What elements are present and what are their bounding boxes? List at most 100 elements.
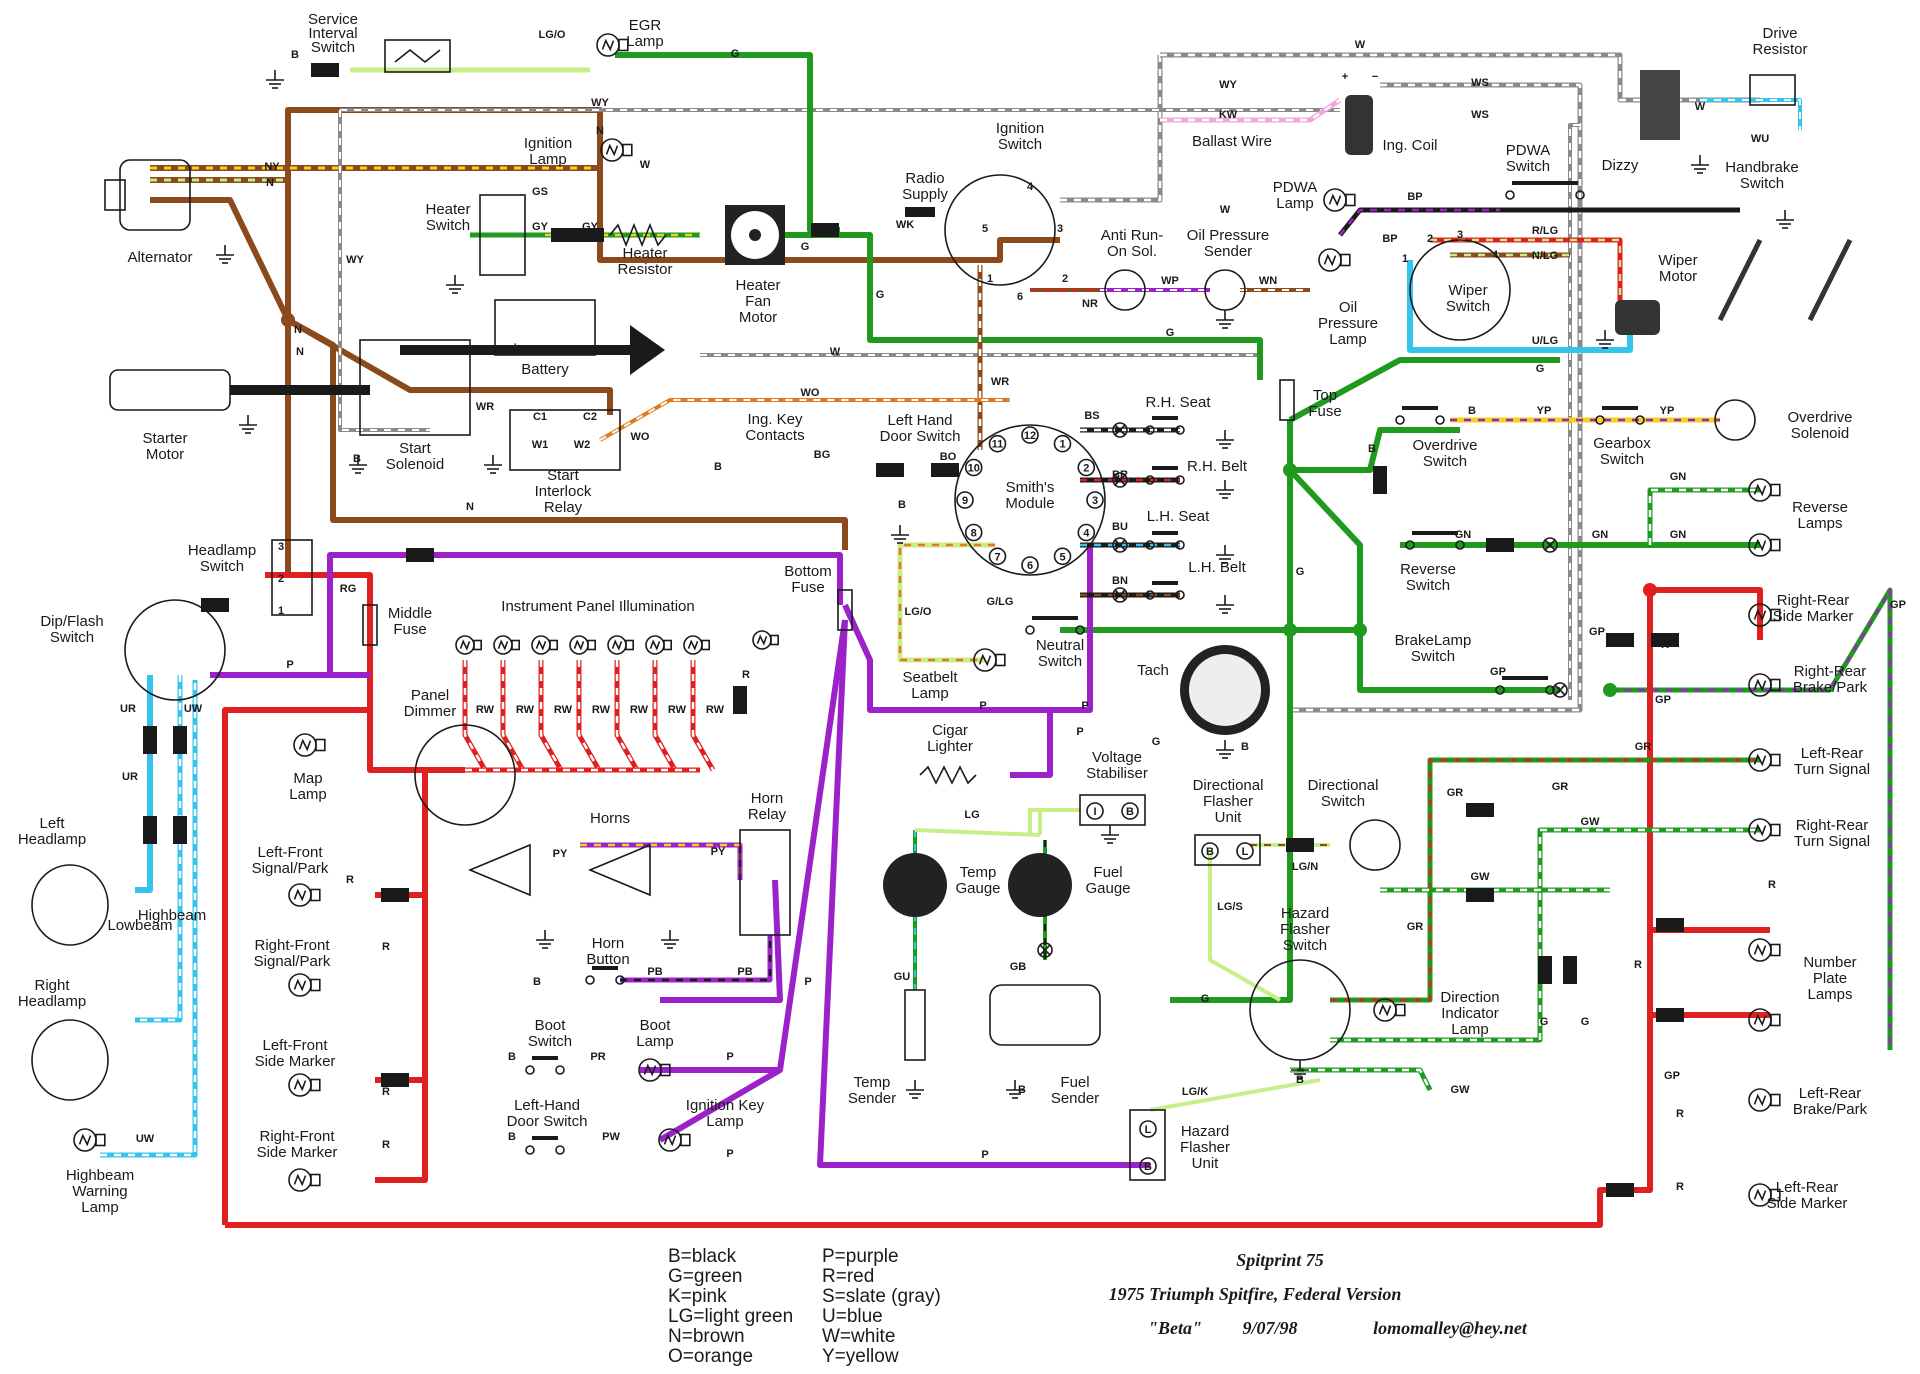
inline-connector-14 [1466, 803, 1494, 817]
wire-code-6: WS [1471, 109, 1489, 121]
label-lh-door-switch-bottom-line1: Left-Hand [514, 1097, 580, 1114]
wire-code-19: G [876, 289, 885, 301]
service-switch-symbol [394, 48, 441, 64]
label-lr-turn-signal-line2: Turn Signal [1794, 761, 1870, 778]
label-ignition-switch-line2: Switch [998, 136, 1042, 153]
label-top-fuse-line1: Top [1313, 387, 1337, 404]
pin-circle-flasher_b [1201, 842, 1219, 860]
wire-code-84: RG [340, 583, 357, 595]
label-lf-signal-park-line2: Signal/Park [252, 860, 329, 877]
label-map-lamp-line2: Lamp [289, 786, 327, 803]
smiths-module-pin-2 [1077, 458, 1096, 477]
label-egr-lamp-line1: EGR [629, 17, 662, 34]
smiths-module-pin-5 [1053, 547, 1072, 566]
wire-ws-tracer [1160, 53, 1760, 102]
wiper-arm-right [1807, 238, 1853, 322]
wire-code-42: BN [1112, 575, 1128, 587]
anti-run-on-sol-symbol [1104, 269, 1146, 311]
battery-minus: − [578, 341, 584, 353]
wire-code-113: P [804, 976, 811, 988]
lh-seat-switch [1145, 531, 1185, 550]
ignition-switch-pin: 5 [982, 223, 988, 235]
inline-connector-26 [1373, 466, 1387, 494]
wire-code-47: YP [1660, 405, 1675, 417]
wire-code-129: W2 [574, 439, 591, 451]
wire-r-front [375, 770, 428, 1183]
label-smiths-module-line2: Module [1005, 495, 1054, 512]
smiths-module-pin-3 [1086, 491, 1104, 509]
wire-wy-down [338, 110, 430, 432]
label-rh-seat: R.H. Seat [1145, 394, 1211, 411]
wire-rw-3-tracer [577, 660, 601, 771]
label-lr-brake-park-line1: Left-Rear [1799, 1085, 1862, 1102]
wire-g-right [1290, 427, 1460, 473]
wire-code-89: UW [136, 1133, 155, 1145]
label-horn-relay-line1: Horn [751, 790, 784, 807]
headlamp-switch-pin: 2 [278, 573, 284, 585]
wire-code-94: RW [516, 704, 535, 716]
start-interlock-relay-box [509, 409, 621, 471]
pin-flasher_b: B [1206, 846, 1214, 858]
inline-connector-25 [1486, 538, 1514, 552]
label-brakelamp-switch-line2: Switch [1411, 648, 1455, 665]
label-rf-signal-park-line2: Signal/Park [254, 953, 331, 970]
title-email: lomomalley@hey.net [1373, 1318, 1528, 1338]
label-ignition-key-lamp-line1: Ignition Key [686, 1097, 765, 1114]
wire-code-79: GB [1010, 961, 1027, 973]
label-top-fuse-line2: Fuse [1308, 403, 1341, 420]
junction-4 [1603, 683, 1617, 697]
pin-hazard_b: B [1144, 1161, 1152, 1173]
label-lr-side-marker-line1: Left-Rear [1776, 1179, 1839, 1196]
wire-code-122: B [1296, 1074, 1304, 1086]
wire-p-down [658, 619, 848, 1143]
smiths-module-pin-12 [1021, 426, 1039, 444]
label-reverse-switch-line1: Reverse [1400, 561, 1456, 578]
smiths-module-pin-label: 5 [1059, 551, 1065, 563]
label-egr-lamp-line2: Lamp [626, 33, 664, 50]
legend-right-item: S=slate (gray) [822, 1286, 941, 1307]
ground-temp [906, 1080, 924, 1099]
oil-pressure-lamp-bulb [1318, 248, 1351, 272]
inline-connector-1 [811, 223, 839, 237]
title-line1: Spitprint 75 [1236, 1250, 1324, 1270]
highbeam-warning-bulb [73, 1128, 106, 1152]
battery-plus: + [512, 341, 518, 353]
label-direction-indicator-lamp-line2: Indicator [1441, 1005, 1499, 1022]
wire-n-start [286, 317, 613, 415]
battery-ground-arrow [630, 325, 665, 375]
ground-fuel [1006, 1080, 1024, 1099]
label-horn-button-line2: Button [586, 951, 629, 968]
label-oil-pressure-lamp-line1: Oil [1339, 299, 1357, 316]
wire-bp-tracer [1339, 208, 1500, 236]
label-hazard-flasher-unit-line1: Hazard [1181, 1123, 1229, 1140]
wire-rw-5-tracer [653, 660, 677, 771]
wire-code-62: GW [1581, 816, 1601, 828]
label-pdwa-lamp-line1: PDWA [1273, 179, 1317, 196]
wire-code-34: WO [801, 387, 820, 399]
label-lr-brake-park-line2: Brake/Park [1793, 1101, 1868, 1118]
wire-code-39: BS [1084, 410, 1099, 422]
wire-code-58: R [1661, 639, 1669, 651]
wire-lg-o [897, 542, 995, 663]
wire-u-dip2-tracer [135, 675, 182, 1022]
label-middle-fuse-line1: Middle [388, 605, 432, 622]
wire-code-69: R [1676, 1181, 1684, 1193]
ground-horn-2 [661, 930, 679, 949]
wire-code-123: B [533, 976, 541, 988]
label-heater-resistor-line2: Resistor [617, 261, 672, 278]
wire-code-44: LG/O [905, 606, 932, 618]
wire-code-88: UR [122, 771, 138, 783]
ground-alternator [216, 245, 234, 264]
label-wiper-motor-line1: Wiper [1658, 252, 1697, 269]
wire-g-fuse-down [1225, 420, 1293, 1003]
wire-code-101: PY [553, 848, 568, 860]
wire-code-66: R [1634, 959, 1642, 971]
wire-code-70: G [1540, 1016, 1549, 1028]
wire-w-top [1060, 55, 1163, 203]
inline-connector-24 [931, 463, 959, 477]
wire-code-4: W [1355, 39, 1366, 51]
label-left-headlamp-line2: Headlamp [18, 831, 86, 848]
wire-code-92: WY [346, 254, 364, 266]
label-fuel-sender-line2: Sender [1051, 1090, 1099, 1107]
label-reverse-lamps-line2: Lamps [1797, 515, 1842, 532]
